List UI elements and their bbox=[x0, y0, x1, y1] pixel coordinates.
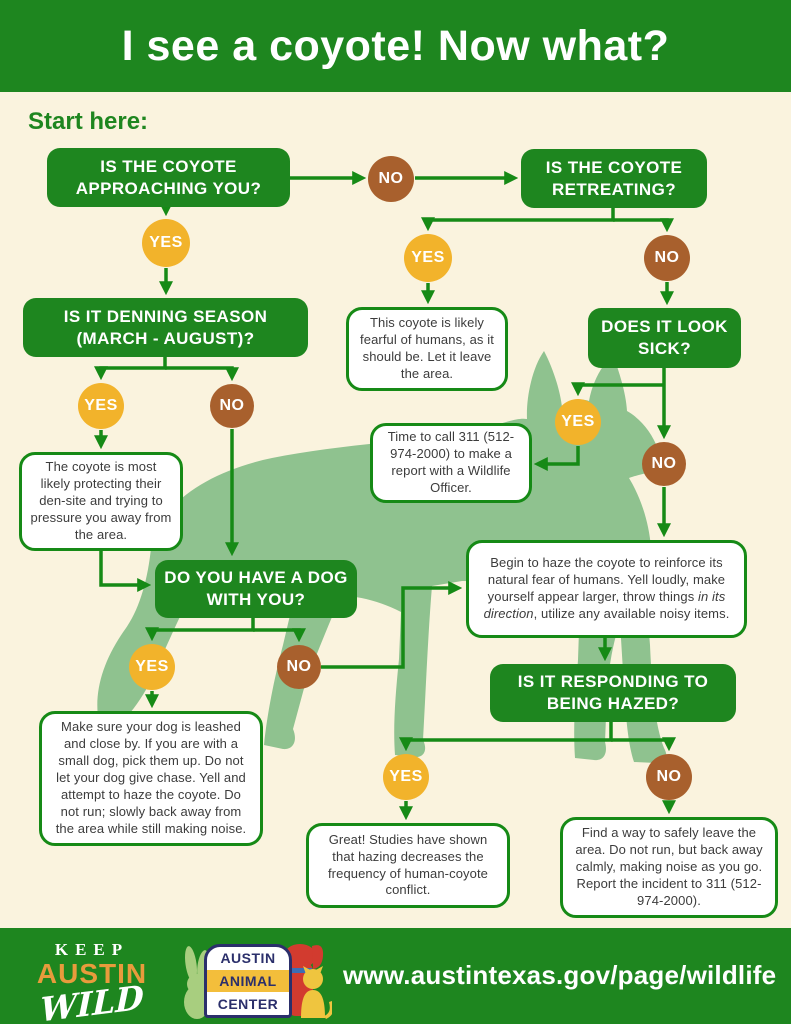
kaw-keep-text: KEEP bbox=[54, 940, 130, 959]
question-coyote-retreating: IS THE COYOTE RETREATING? bbox=[521, 149, 707, 208]
question-dog-with-you: DO YOU HAVE A DOG WITH YOU? bbox=[155, 560, 357, 618]
aac-austin-text: AUSTIN bbox=[220, 950, 276, 967]
haze-text-post: , utilize any available noisy items. bbox=[533, 605, 730, 621]
no-badge-hazed: NO bbox=[646, 754, 692, 800]
question-responding-hazed: IS IT RESPONDING TO BEING HAZED? bbox=[490, 664, 736, 722]
question-look-sick: DOES IT LOOK SICK? bbox=[588, 308, 741, 368]
yes-badge-dog: YES bbox=[129, 644, 175, 690]
header-banner: I see a coyote! Now what? bbox=[0, 0, 791, 92]
answer-call-311: Time to call 311 (512-974-2000) to make … bbox=[370, 423, 532, 503]
yes-badge-retreating: YES bbox=[404, 234, 452, 282]
answer-leave-area: Find a way to safely leave the area. Do … bbox=[560, 817, 778, 918]
footer-url: www.austintexas.gov/page/wildlife bbox=[343, 960, 777, 990]
no-badge-approaching: NO bbox=[368, 156, 414, 202]
haze-text-pre: Begin to haze the coyote to reinforce it… bbox=[487, 555, 726, 604]
yes-badge-approaching: YES bbox=[142, 219, 190, 267]
answer-hazing-works: Great! Studies have shown that hazing de… bbox=[306, 823, 510, 908]
no-badge-retreating: NO bbox=[644, 235, 690, 281]
footer-banner bbox=[0, 928, 791, 1024]
question-coyote-approaching: IS THE COYOTE APPROACHING YOU? bbox=[47, 148, 290, 207]
yes-badge-sick: YES bbox=[555, 399, 601, 445]
haze-text-italic: in its direction bbox=[483, 589, 726, 621]
no-badge-denning: NO bbox=[210, 384, 254, 428]
answer-dog-leashed: Make sure your dog is leashed and close … bbox=[39, 711, 263, 846]
yes-badge-denning: YES bbox=[78, 383, 124, 429]
kaw-austin-text: AUSTIN bbox=[36, 958, 148, 989]
cat-icon bbox=[301, 966, 332, 1019]
question-denning-season: IS IT DENNING SEASON (MARCH - AUGUST)? bbox=[23, 298, 308, 357]
answer-den-site: The coyote is most likely protecting the… bbox=[19, 452, 183, 551]
answer-fearful: This coyote is likely fearful of humans,… bbox=[346, 307, 508, 391]
no-badge-dog: NO bbox=[277, 645, 321, 689]
aac-text-panel: AUSTIN ANIMAL CENTER bbox=[204, 944, 292, 1018]
no-badge-sick: NO bbox=[642, 442, 686, 486]
page-title: I see a coyote! Now what? bbox=[121, 21, 670, 70]
answer-begin-hazing: Begin to haze the coyote to reinforce it… bbox=[466, 540, 747, 638]
start-here-label: Start here: bbox=[28, 108, 149, 135]
yes-badge-hazed: YES bbox=[383, 754, 429, 800]
aac-animal-text: ANIMAL bbox=[207, 969, 289, 993]
keep-austin-wild-logo: KEEP AUSTIN WILD bbox=[22, 940, 162, 1024]
aac-center-text: CENTER bbox=[217, 995, 279, 1012]
austin-animal-center-logo: AUSTIN ANIMAL CENTER bbox=[180, 942, 332, 1022]
